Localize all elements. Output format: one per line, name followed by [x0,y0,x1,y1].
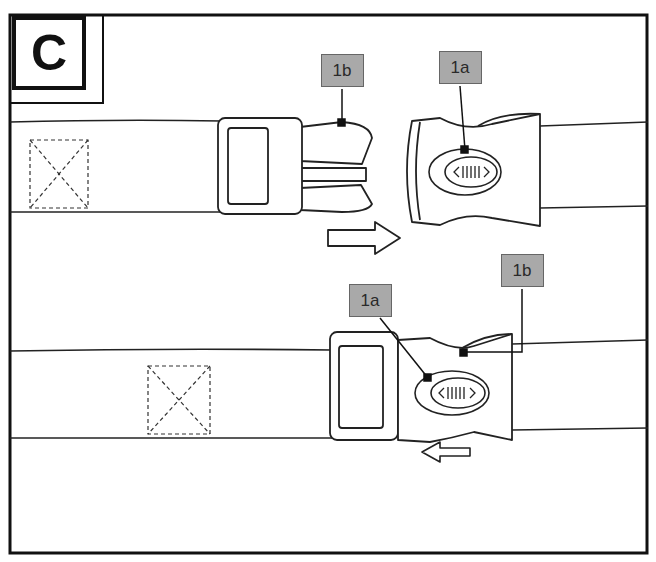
callout-number: 1b [513,262,532,279]
stitching [148,366,210,434]
callout-box: 1a [439,51,482,84]
stitching [30,140,88,208]
callout-box: 1b [321,54,364,87]
stitching [30,140,88,208]
female-buckle [398,334,512,442]
female-buckle [407,114,540,226]
panel-label-box: C [12,16,86,90]
left-strap [10,437,332,439]
release-button [431,378,485,408]
leader-line [341,89,343,122]
right-strap [512,428,648,430]
callout-box: 1b [501,254,544,287]
release-button [415,371,489,415]
male-buckle [330,332,398,440]
panel-frame [10,15,103,103]
male-buckle [218,118,302,214]
right-strap [512,340,648,430]
callout-number: 1a [451,59,470,76]
right-strap [540,122,648,126]
release-button [445,157,497,187]
insert-arrow [328,222,400,254]
panel-frame [10,15,647,553]
leader-line [460,86,465,150]
left-strap [10,211,222,213]
release-button [439,387,475,399]
male-buckle [300,122,372,164]
female-buckle [478,114,540,126]
panel-frame [10,15,647,553]
male-buckle [228,128,268,204]
panel-letter: C [31,28,67,78]
stitching [148,366,210,434]
male-buckle [330,332,398,440]
leader-line [338,86,522,381]
male-buckle [300,168,366,181]
callout-number: 1a [361,292,380,309]
leader-line [460,349,467,356]
release-button [454,166,489,178]
stitching [148,366,210,434]
release-button [429,149,501,195]
leader-line [461,146,468,153]
leader-line [466,289,522,352]
left-strap [10,120,222,212]
left-strap [10,349,332,351]
male-buckle [339,346,383,428]
left-strap [10,349,332,438]
male-buckle [218,118,372,214]
female-buckle [462,334,512,348]
release-arrow [422,442,470,462]
male-buckle [300,185,372,212]
right-strap [540,206,648,208]
release-button [429,149,501,195]
female-buckle [398,334,512,442]
leader-line [424,374,431,381]
leader-line [380,318,428,378]
right-strap [540,122,648,208]
female-buckle [407,114,540,226]
right-strap [512,340,648,344]
insert-arrow [328,222,400,254]
leader-line [338,119,345,126]
callout-number: 1b [333,62,352,79]
left-strap [10,120,222,122]
callout-box: 1a [349,284,392,317]
release-button [415,371,489,415]
release-arrow [422,442,470,462]
stitching [30,140,88,208]
female-buckle [416,122,420,220]
